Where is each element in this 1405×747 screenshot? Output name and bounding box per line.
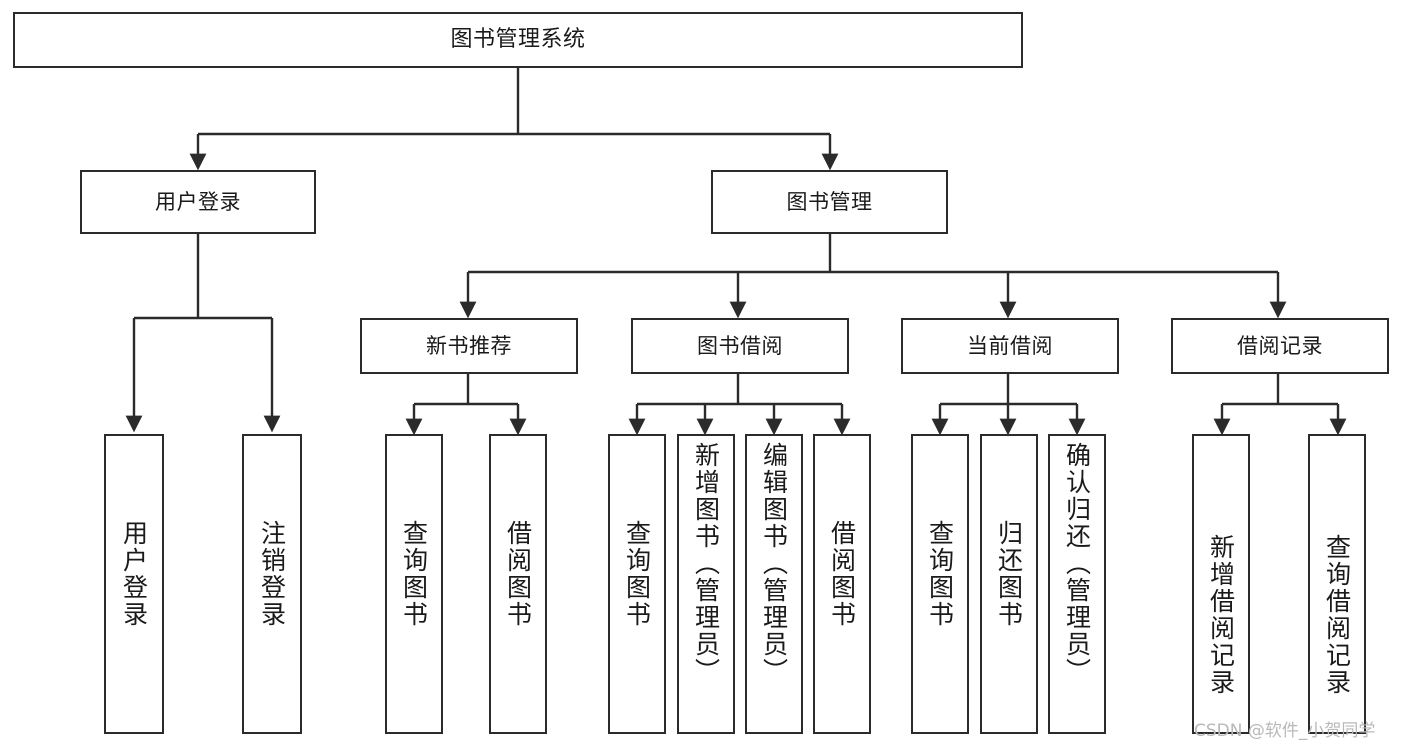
leaf-current-confirm-return-admin[interactable]: 确认归还（管理员） (1048, 434, 1106, 734)
node-label: 确认归还（管理员） (1062, 442, 1092, 685)
node-label: 新增借阅记录 (1206, 534, 1236, 696)
node-label: 图书管理系统 (450, 27, 586, 53)
node-label: 编辑图书（管理员） (759, 442, 789, 685)
leaf-recommend-borrow-book[interactable]: 借阅图书 (489, 434, 547, 734)
leaf-borrow-edit-book-admin[interactable]: 编辑图书（管理员） (745, 434, 803, 734)
node-label: 用户登录 (119, 520, 149, 628)
leaf-user-login[interactable]: 用户登录 (104, 434, 164, 734)
node-label: 图书借阅 (697, 333, 783, 358)
watermark-text: CSDN @软件_小贺同学 (1194, 721, 1376, 741)
node-label: 查询图书 (925, 520, 955, 628)
node-label: 新增图书（管理员） (691, 442, 721, 685)
node-label: 图书管理 (786, 189, 873, 214)
node-label: 归还图书 (994, 520, 1024, 628)
node-label: 新书推荐 (426, 333, 512, 358)
leaf-borrow-add-book-admin[interactable]: 新增图书（管理员） (677, 434, 735, 734)
node-label: 借阅图书 (503, 520, 533, 628)
node-user-login[interactable]: 用户登录 (80, 170, 316, 234)
leaf-records-add-record[interactable]: 新增借阅记录 (1192, 434, 1250, 734)
leaf-recommend-query-book[interactable]: 查询图书 (385, 434, 443, 734)
leaf-current-query-book[interactable]: 查询图书 (911, 434, 969, 734)
node-current-borrow[interactable]: 当前借阅 (901, 318, 1119, 374)
leaf-borrow-query-book[interactable]: 查询图书 (608, 434, 666, 734)
node-root-system[interactable]: 图书管理系统 (13, 12, 1023, 68)
node-book-borrow[interactable]: 图书借阅 (631, 318, 849, 374)
node-label: 查询图书 (622, 520, 652, 628)
leaf-logout[interactable]: 注销登录 (242, 434, 302, 734)
leaf-borrow-borrow-book[interactable]: 借阅图书 (813, 434, 871, 734)
node-book-management[interactable]: 图书管理 (711, 170, 948, 234)
node-label: 借阅记录 (1237, 333, 1323, 358)
node-label: 注销登录 (257, 520, 287, 628)
node-label: 用户登录 (155, 189, 241, 214)
node-label: 当前借阅 (967, 333, 1053, 358)
node-label: 查询图书 (399, 520, 429, 628)
leaf-current-return-book[interactable]: 归还图书 (980, 434, 1038, 734)
node-new-book-recommend[interactable]: 新书推荐 (360, 318, 578, 374)
node-label: 查询借阅记录 (1322, 534, 1352, 696)
node-label: 借阅图书 (827, 520, 857, 628)
leaf-records-query-record[interactable]: 查询借阅记录 (1308, 434, 1366, 734)
node-borrow-records[interactable]: 借阅记录 (1171, 318, 1389, 374)
